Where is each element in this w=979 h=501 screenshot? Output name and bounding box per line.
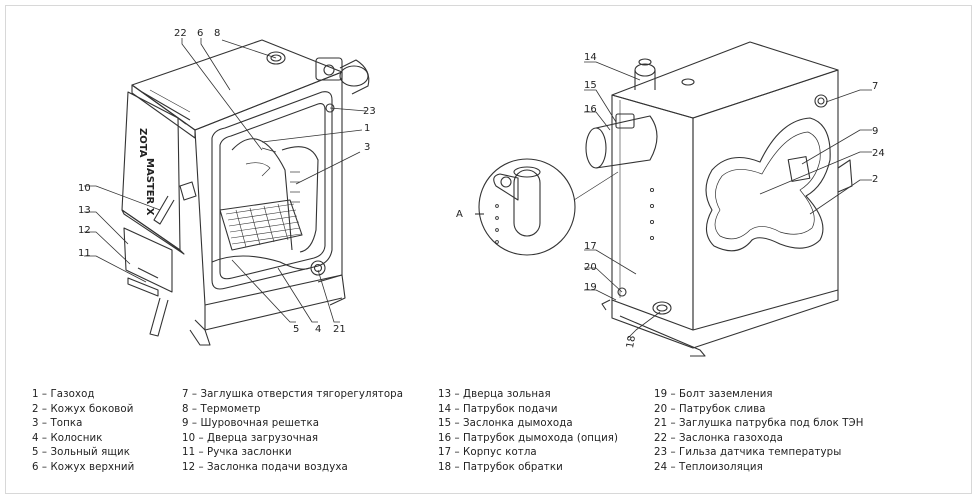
callout-19: 19 [584, 282, 597, 293]
brand-plate-bottom: MASTER X [144, 158, 155, 216]
detail-a-label: A [456, 209, 463, 220]
leader-lines [84, 38, 872, 339]
callout-4: 4 [315, 324, 321, 335]
legend-item: 12 – Заслонка подачи воздуха [182, 461, 348, 473]
callout-9: 9 [872, 126, 878, 137]
figure-frame [5, 5, 972, 494]
legend-item: 19 – Болт заземления [654, 389, 773, 400]
legend-item: 24 – Теплоизоляция [654, 461, 763, 473]
callout-24: 24 [872, 148, 885, 159]
left-boiler-drawing [121, 39, 370, 346]
callout-10: 10 [78, 183, 91, 194]
legend-item: 23 – Гильза датчика температуры [654, 447, 842, 459]
legend-item: 20 – Патрубок слива [654, 403, 766, 415]
legend: 1 – Газоход 2 – Кожух боковой 3 – Топка … [32, 388, 972, 488]
callout-22: 22 [174, 28, 187, 39]
callout-15: 15 [584, 80, 597, 91]
callout-13: 13 [78, 205, 91, 216]
callout-14: 14 [584, 52, 597, 63]
legend-column-2: 7 – Заглушка отверстия тягорегулятора 8 … [182, 388, 432, 476]
right-boiler-drawing [585, 41, 853, 357]
callout-23: 23 [363, 106, 376, 117]
legend-item: 18 – Патрубок обратки [438, 461, 563, 473]
legend-item: 10 – Дверца загрузочная [182, 432, 319, 444]
legend-item: 22 – Заслонка газохода [654, 432, 783, 444]
callout-11: 11 [78, 248, 91, 259]
legend-item: 4 – Колосник [32, 432, 103, 444]
callout-1: 1 [364, 123, 370, 134]
legend-item: 8 – Термометр [182, 403, 261, 415]
callout-16: 16 [584, 104, 597, 115]
boiler-diagram: ZOTA MASTER X [78, 28, 885, 357]
legend-item: 17 – Корпус котла [438, 447, 537, 459]
callout-2: 2 [872, 174, 878, 185]
brand-plate-top: ZOTA [137, 128, 148, 158]
callout-3: 3 [364, 142, 370, 153]
legend-item: 5 – Зольный ящик [32, 447, 130, 459]
callout-7: 7 [872, 81, 878, 92]
callout-18: 18 [625, 335, 638, 349]
legend-item: 2 – Кожух боковой [32, 403, 134, 415]
legend-item: 1 – Газоход [32, 389, 95, 400]
callout-21: 21 [333, 324, 346, 335]
legend-item: 11 – Ручка заслонки [182, 447, 292, 459]
callout-12: 12 [78, 225, 91, 236]
legend-item: 15 – Заслонка дымохода [438, 418, 573, 430]
legend-column-1: 1 – Газоход 2 – Кожух боковой 3 – Топка … [32, 388, 257, 476]
legend-item: 13 – Дверца зольная [438, 389, 551, 400]
legend-item: 3 – Топка [32, 418, 83, 430]
callout-5: 5 [293, 324, 299, 335]
callout-6: 6 [197, 28, 203, 39]
legend-item: 14 – Патрубок подачи [438, 403, 558, 415]
callout-17: 17 [584, 241, 597, 252]
callout-labels: 22 6 8 23 1 3 10 13 12 11 5 4 21 14 15 1… [78, 28, 885, 349]
legend-item: 9 – Шуровочная решетка [182, 418, 320, 430]
callout-20: 20 [584, 262, 597, 273]
legend-column-4: 19 – Болт заземления 20 – Патрубок слива… [654, 388, 954, 476]
detail-a-drawing [475, 158, 619, 256]
legend-item: 16 – Патрубок дымохода (опция) [438, 432, 619, 444]
legend-column-3: 13 – Дверца зольная 14 – Патрубок подачи… [438, 388, 658, 476]
legend-item: 6 – Кожух верхний [32, 461, 135, 473]
brand-plate: ZOTA MASTER X [137, 128, 155, 216]
callout-8: 8 [214, 28, 220, 39]
legend-item: 7 – Заглушка отверстия тягорегулятора [182, 389, 404, 400]
legend-item: 21 – Заглушка патрубка под блок ТЭН [654, 418, 864, 430]
